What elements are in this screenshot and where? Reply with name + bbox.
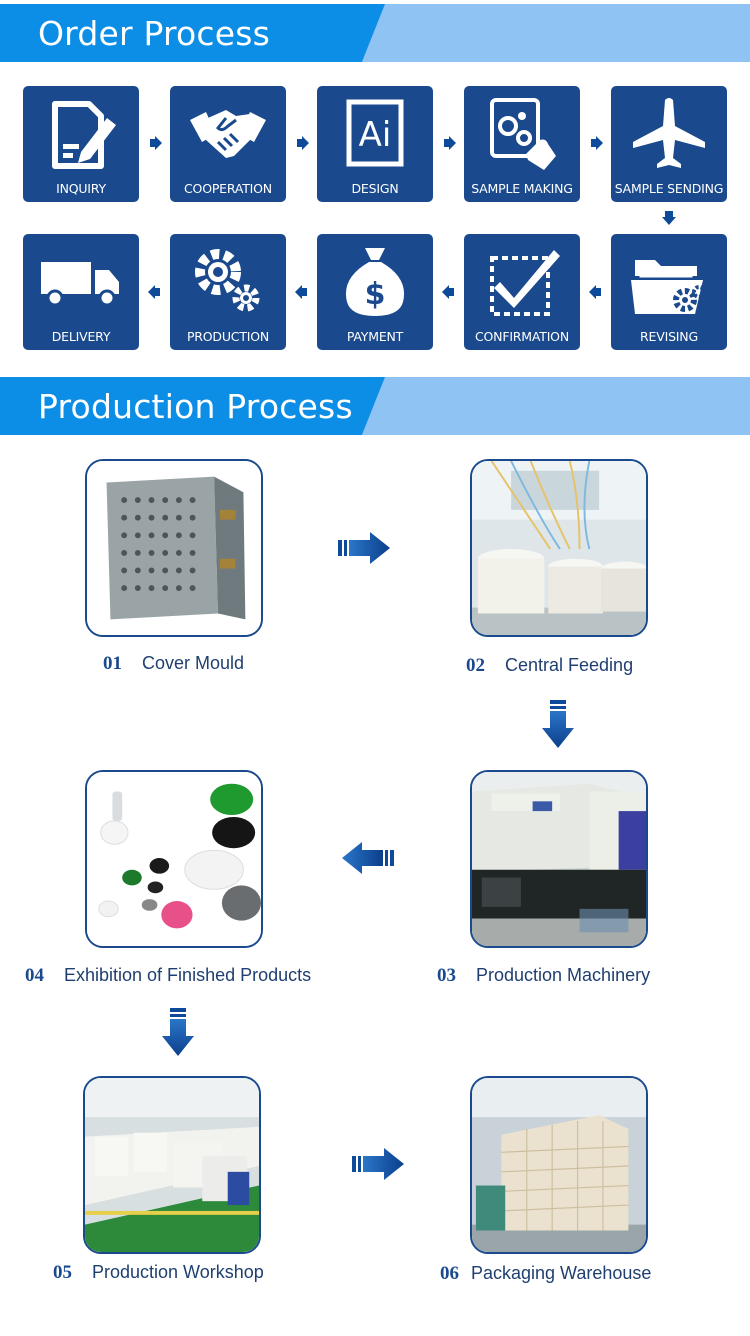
step-title: Production Workshop — [92, 1262, 264, 1282]
step-number: 02 — [466, 655, 485, 676]
order-process-title: Order Process — [38, 14, 271, 53]
process-arrow-right-icon — [352, 1148, 404, 1180]
step-label: DESIGN — [351, 181, 399, 196]
step-label: SAMPLE MAKING — [471, 181, 573, 196]
step-label: PAYMENT — [346, 329, 404, 344]
process-arrow-down-icon — [542, 700, 574, 748]
gears-icon — [195, 249, 260, 312]
step-inquiry: INQUIRY — [23, 86, 139, 202]
cover-mould-photo — [85, 459, 263, 637]
arrow-left-icon — [589, 285, 601, 299]
step-sample-making: SAMPLE MAKING — [464, 86, 580, 202]
truck-icon — [41, 262, 119, 307]
step-number: 04 — [25, 965, 44, 986]
step-label: INQUIRY — [56, 181, 106, 196]
arrow-left-icon — [295, 285, 307, 299]
banner-dark-strip — [0, 4, 385, 62]
step-design: Ai DESIGN — [317, 86, 433, 202]
step-label: SAMPLE SENDING — [614, 181, 724, 196]
process-arrow-left-icon — [342, 842, 394, 874]
step-label: REVISING — [640, 329, 698, 344]
step-label: CONFIRMATION — [475, 329, 569, 344]
step-title: Packaging Warehouse — [471, 1263, 652, 1283]
sample-making-icon — [490, 98, 556, 170]
arrow-right-icon — [591, 136, 603, 150]
svg-text:Ai: Ai — [359, 115, 392, 155]
airplane-icon — [633, 98, 705, 168]
arrow-left-icon — [442, 285, 454, 299]
step-label: DELIVERY — [51, 329, 111, 344]
folder-gear-icon — [631, 260, 706, 314]
production-process-title: Production Process — [38, 387, 353, 426]
step-confirmation: CONFIRMATION — [464, 234, 580, 350]
inquiry-icon — [52, 101, 116, 169]
production-machinery-photo — [470, 770, 648, 948]
step-label: COOPERATION — [184, 181, 272, 196]
process-arrow-right-icon — [338, 532, 390, 564]
money-bag-icon: $ — [345, 248, 405, 316]
step-label: PRODUCTION — [186, 329, 270, 344]
finished-products-photo — [85, 770, 263, 948]
step-title: Exhibition of Finished Products — [64, 965, 312, 985]
arrow-right-icon — [444, 136, 456, 150]
step-number: 03 — [437, 965, 456, 986]
order-process-banner: Order Process — [0, 4, 750, 62]
arrow-right-icon — [297, 136, 309, 150]
caption-finished-products: 04 Exhibition of Finished Products — [25, 965, 311, 987]
caption-central-feeding: 02 Central Feeding — [466, 655, 633, 677]
production-workshop-photo — [83, 1076, 261, 1254]
step-title: Central Feeding — [505, 655, 634, 675]
svg-text:$: $ — [365, 277, 386, 312]
ai-design-icon: Ai — [346, 99, 404, 167]
arrow-down-icon — [662, 211, 676, 225]
caption-packaging-warehouse: 06 Packaging Warehouse — [440, 1263, 651, 1285]
step-payment: $ PAYMENT — [317, 234, 433, 350]
handshake-icon — [190, 110, 266, 158]
caption-production-machinery: 03 Production Machinery — [437, 965, 650, 987]
banner-dark-strip — [0, 377, 385, 435]
caption-production-workshop: 05 Production Workshop — [53, 1262, 264, 1284]
process-arrow-down-icon — [162, 1008, 194, 1056]
production-process-banner: Production Process — [0, 377, 750, 435]
step-title: Cover Mould — [142, 653, 245, 673]
arrow-right-icon — [150, 136, 162, 150]
arrow-left-icon — [148, 285, 160, 299]
step-cooperation: COOPERATION — [170, 86, 286, 202]
step-number: 05 — [53, 1262, 72, 1283]
step-sample-sending: SAMPLE SENDING — [611, 86, 727, 202]
checkbox-icon — [490, 250, 560, 316]
step-production: PRODUCTION — [170, 234, 286, 350]
caption-cover-mould: 01 Cover Mould — [103, 653, 244, 675]
step-number: 01 — [103, 653, 122, 674]
step-delivery: DELIVERY — [23, 234, 139, 350]
step-revising: REVISING — [611, 234, 727, 350]
central-feeding-photo — [470, 459, 648, 637]
step-title: Production Machinery — [476, 965, 651, 985]
packaging-warehouse-photo — [470, 1076, 648, 1254]
step-number: 06 — [440, 1263, 459, 1284]
